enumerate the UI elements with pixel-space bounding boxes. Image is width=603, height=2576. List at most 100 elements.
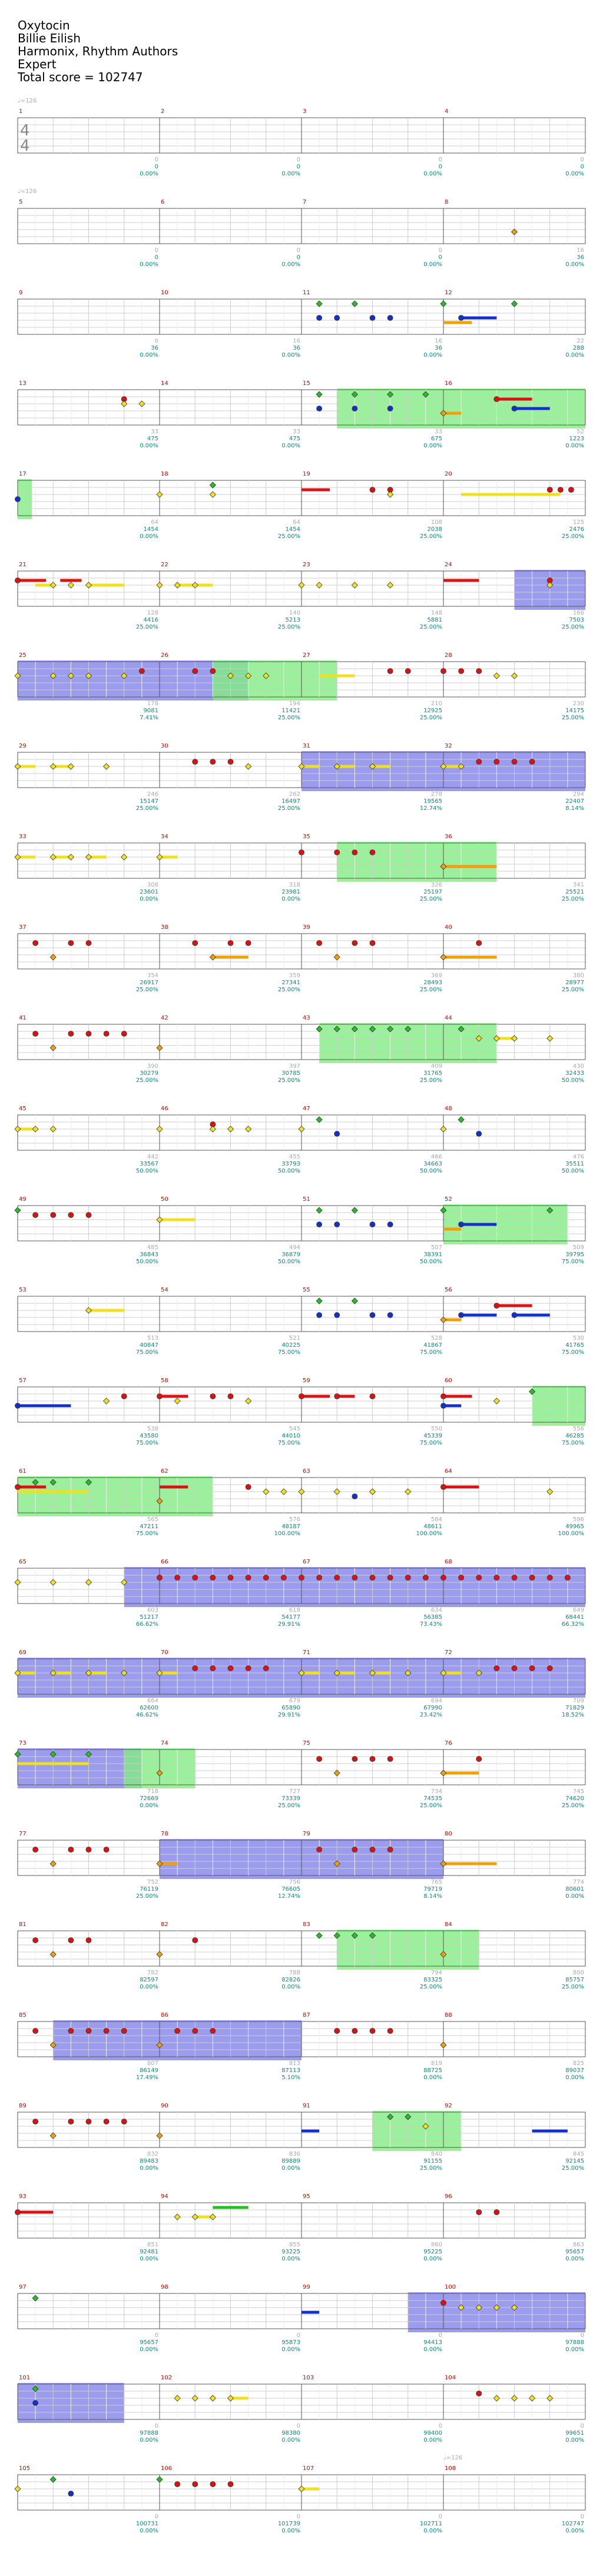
measure-number: 69 [19,1649,26,1656]
note-streak: 709 [573,1698,584,1704]
sp-percentage: 25.00% [136,1893,158,1900]
sp-percentage: 0.00% [140,896,158,902]
note-y [156,1126,163,1133]
note-r [210,1575,216,1581]
measure-number: 102 [161,2375,172,2381]
note-r [557,487,564,493]
note-b [387,1221,393,1227]
note-r [85,1031,92,1037]
note-streak: 409 [431,1063,442,1070]
note-streak: 528 [431,1335,442,1342]
measure-number: 66 [161,1559,168,1565]
note-y [191,2213,198,2220]
measure-number: 50 [161,1196,168,1203]
sp-percentage: 100.00% [558,1531,585,1537]
note-streak: 0 [155,2332,158,2339]
note-streak: 0 [155,247,158,254]
total-score: Total score = 102747 [18,70,143,84]
note-o [440,954,447,961]
cumulative-score: 73339 [281,1795,300,1802]
note-streak: 0 [297,247,300,254]
note-streak: 0 [439,247,442,254]
note-streak: 166 [573,610,584,616]
note-r [227,759,234,765]
note-r [352,940,358,946]
measure-number: 84 [445,1921,452,1928]
note-streak: 0 [581,157,584,163]
note-y [85,1669,92,1677]
measure-number: 60 [445,1377,452,1384]
note-y [493,672,500,679]
measure-number: 35 [303,834,310,840]
note-r [352,2028,358,2034]
cumulative-score: 25197 [423,889,442,895]
note-r [280,1575,287,1581]
cumulative-score: 288 [573,345,584,351]
note-streak: 246 [147,791,158,798]
note-g [14,1207,21,1214]
cumulative-score: 43580 [140,1433,158,1439]
sp-percentage: 0.00% [140,2437,158,2444]
cumulative-score: 47211 [140,1523,158,1530]
measure-number: 57 [19,1377,26,1384]
note-r [476,1756,482,1762]
note-o [49,1044,57,1051]
note-o [333,1770,340,1777]
note-r [546,487,553,493]
cumulative-score: 0 [297,254,300,261]
sp-percentage: 0.00% [140,352,158,358]
sp-percentage: 0.00% [140,1802,158,1809]
cumulative-score: 94413 [423,2339,442,2346]
cumulative-score: 11421 [281,708,300,714]
note-r [493,1665,500,1671]
note-r [387,1575,393,1581]
note-r [352,849,358,855]
sp-percentage: 25.00% [420,624,442,630]
note-y [14,1669,21,1677]
note-y [156,582,163,589]
note-r [245,940,251,946]
sp-percentage: 0.00% [140,2346,158,2353]
note-streak: 679 [289,1698,300,1704]
cumulative-score: 34663 [423,1161,442,1167]
cumulative-score: 1454 [144,526,158,533]
cumulative-score: 65890 [281,1705,300,1711]
cumulative-score: 80601 [565,1886,584,1893]
measure-number: 96 [445,2193,452,2200]
note-y [174,582,181,589]
measure-number: 17 [19,471,26,477]
note-r [546,1575,553,1581]
note-g [351,391,358,398]
note-r [192,1575,198,1581]
measure-number: 39 [303,924,310,931]
cumulative-score: 41867 [423,1342,442,1349]
note-g [387,391,394,398]
note-b [458,1221,465,1227]
note-r [529,1665,535,1671]
note-g [316,1116,323,1123]
cumulative-score: 0 [439,254,442,261]
sp-percentage: 25.00% [136,805,158,812]
sp-percentage: 75.00% [420,1349,442,1356]
note-y [245,1397,252,1405]
sp-percentage: 75.00% [136,1440,158,1446]
note-y [191,582,198,589]
note-g [333,1932,340,1939]
note-g [458,1116,465,1123]
sp-percentage: 25.00% [136,1077,158,1084]
note-streak: 52 [577,429,584,435]
measure-number: 22 [161,562,168,568]
note-g [32,2295,39,2302]
cumulative-score: 98380 [281,2430,300,2436]
cumulative-score: 15147 [140,798,158,805]
cumulative-score: 40847 [140,1342,158,1349]
note-g [351,1297,358,1304]
sp-percentage: 25.00% [278,533,300,540]
note-y [511,2304,518,2311]
cumulative-score: 675 [431,436,442,442]
sp-percentage: 0.00% [140,2256,158,2262]
note-y [49,1669,57,1677]
cumulative-score: 72669 [140,1795,158,1802]
note-g [85,1479,92,1486]
cumulative-score: 92145 [565,2158,584,2165]
